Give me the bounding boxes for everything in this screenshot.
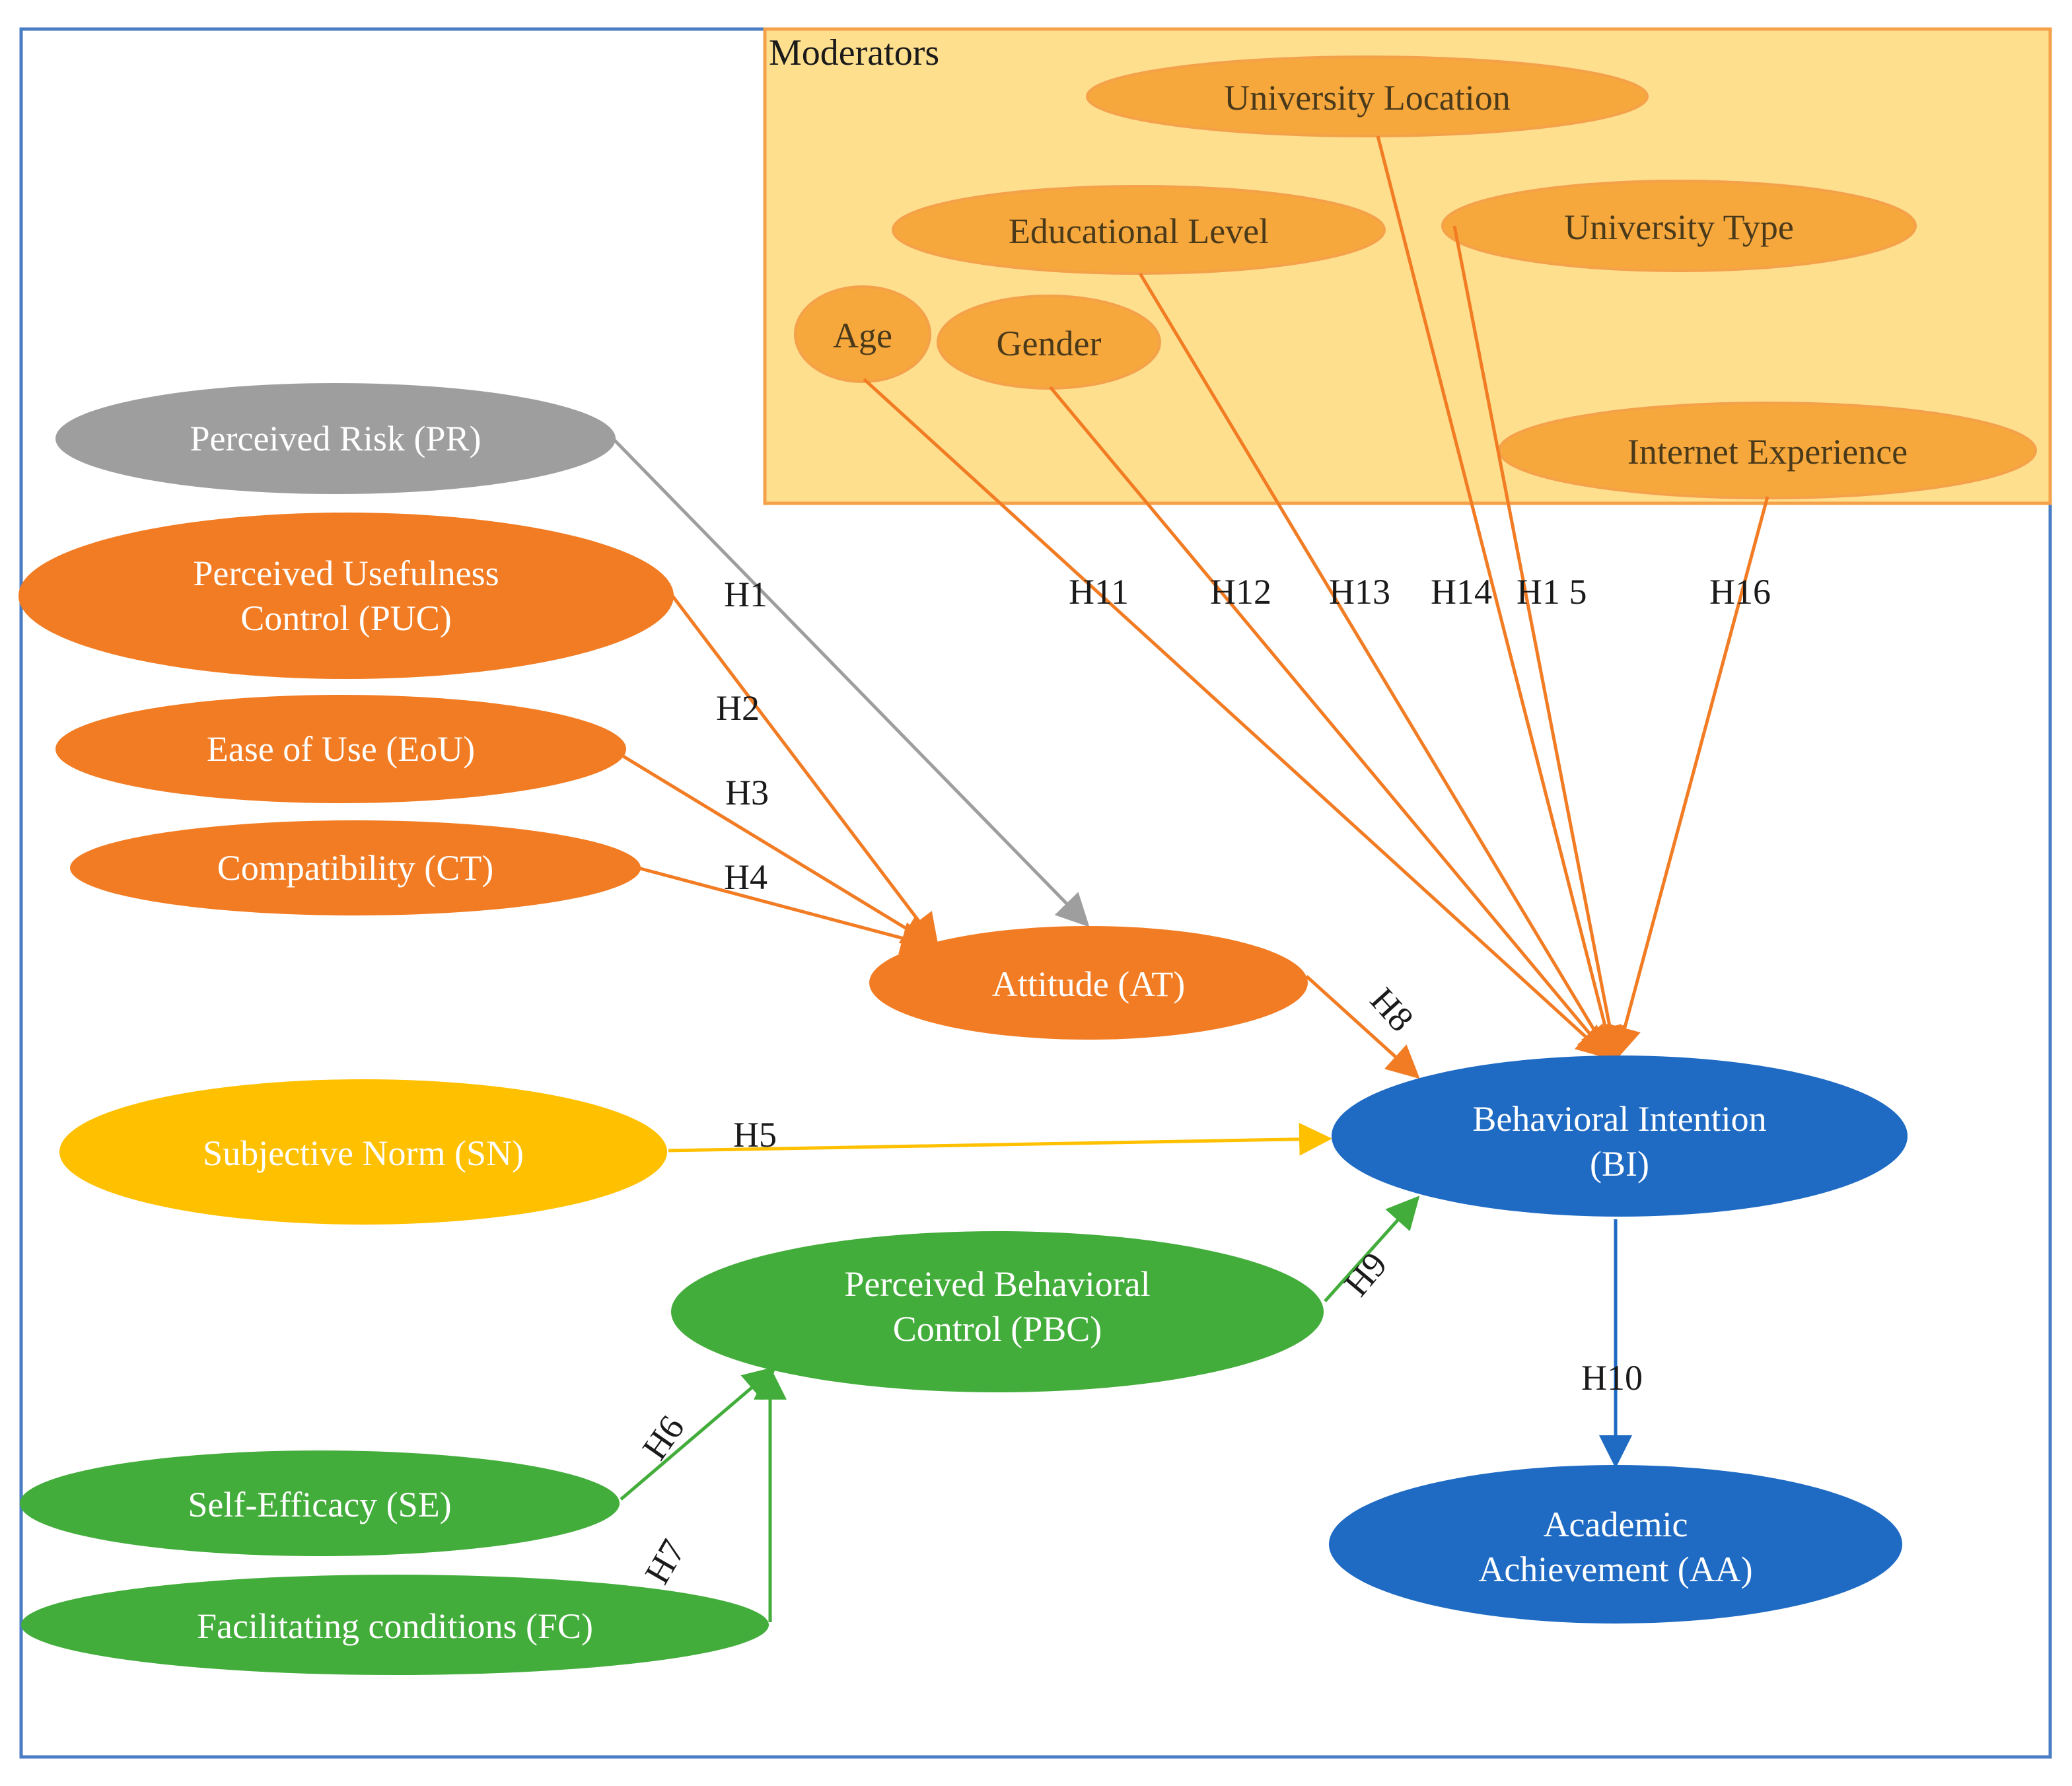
- arrow-h11: [863, 378, 1610, 1059]
- node-label: Control (PBC): [893, 1309, 1102, 1349]
- arrows: [612, 135, 1769, 1622]
- moderator-label: Educational Level: [1009, 211, 1269, 251]
- label-h14: H14: [1431, 572, 1492, 612]
- moderator-label: Age: [833, 316, 892, 355]
- node-behavioral-intention: Behavioral Intention (BI): [1332, 1055, 1908, 1217]
- moderator-age: Age: [794, 285, 931, 383]
- label-h11: H11: [1069, 572, 1129, 612]
- moderator-gender: Gender: [937, 295, 1161, 390]
- node-label: Perceived Risk (PR): [190, 419, 482, 458]
- moderators-title: Moderators: [769, 32, 939, 73]
- label-h15: H1 5: [1517, 572, 1587, 612]
- node-label: Control (PUC): [240, 598, 452, 638]
- moderator-internet-experience: Internet Experience: [1498, 402, 2037, 499]
- label-h6: H6: [635, 1408, 692, 1466]
- node-perceived-usefulness: Perceived Usefulness Control (PUC): [18, 513, 674, 679]
- node-label: Subjective Norm (SN): [203, 1133, 524, 1173]
- label-h13: H13: [1329, 572, 1390, 612]
- node-label: Achievement (AA): [1478, 1550, 1752, 1589]
- node-attitude: Attitude (AT): [869, 926, 1308, 1040]
- arrow-h13: [1138, 272, 1612, 1060]
- node-facilitating-conditions: Facilitating conditions (FC): [21, 1575, 769, 1675]
- node-label: Facilitating conditions (FC): [197, 1606, 593, 1646]
- node-label: Compatibility (CT): [217, 848, 493, 888]
- node-label: Ease of Use (EoU): [207, 729, 475, 769]
- node-label: Perceived Behavioral: [844, 1264, 1150, 1304]
- arrow-h12: [1049, 386, 1612, 1059]
- label-h8: H8: [1363, 980, 1421, 1039]
- node-label: Perceived Usefulness: [193, 554, 499, 593]
- arrow-h3: [621, 754, 936, 947]
- moderator-label: University Location: [1224, 78, 1510, 118]
- arrow-h15: [1452, 225, 1626, 1060]
- node-subjective-norm: Subjective Norm (SN): [59, 1079, 667, 1225]
- node-academic-achievement: Academic Achievement (AA): [1329, 1465, 1902, 1624]
- label-h2: H2: [716, 688, 760, 728]
- label-h10: H10: [1581, 1358, 1643, 1398]
- arrow-h16: [1608, 496, 1769, 1060]
- label-h16: H16: [1709, 572, 1771, 612]
- moderator-university-location: University Location: [1086, 55, 1649, 137]
- node-label: Attitude (AT): [992, 964, 1185, 1004]
- arrow-h9: [1324, 1196, 1420, 1303]
- arrow-h5: [668, 1122, 1332, 1156]
- label-h12: H12: [1210, 572, 1271, 612]
- node-label: Self-Efficacy (SE): [188, 1485, 451, 1524]
- moderator-label: University Type: [1564, 207, 1794, 247]
- label-h5: H5: [733, 1115, 777, 1155]
- node-compatibility: Compatibility (CT): [70, 820, 641, 915]
- moderator-label: Gender: [997, 324, 1102, 363]
- node-ease-of-use: Ease of Use (EoU): [55, 695, 626, 803]
- node-perceived-risk: Perceived Risk (PR): [55, 383, 616, 494]
- arrow-h6: [620, 1366, 777, 1501]
- node-perceived-behavioral-control: Perceived Behavioral Control (PBC): [671, 1231, 1324, 1392]
- arrow-h8: [1305, 975, 1420, 1079]
- label-h7: H7: [637, 1533, 693, 1590]
- label-h9: H9: [1336, 1245, 1394, 1304]
- node-label: (BI): [1590, 1144, 1649, 1184]
- node-label: Behavioral Intention: [1472, 1099, 1766, 1139]
- arrow-h14: [1376, 135, 1622, 1060]
- label-h3: H3: [725, 773, 769, 812]
- arrow-h2: [671, 594, 939, 947]
- arrow-h1: [612, 437, 1090, 927]
- moderator-educational-level: Educational Level: [892, 185, 1386, 275]
- node-self-efficacy: Self-Efficacy (SE): [20, 1450, 620, 1556]
- label-h4: H4: [724, 857, 768, 897]
- label-h1: H1: [724, 575, 768, 614]
- moderator-university-type: University Type: [1441, 180, 1917, 272]
- arrow-h4: [637, 866, 935, 954]
- moderator-label: Internet Experience: [1627, 432, 1908, 472]
- node-label: Academic: [1544, 1505, 1688, 1544]
